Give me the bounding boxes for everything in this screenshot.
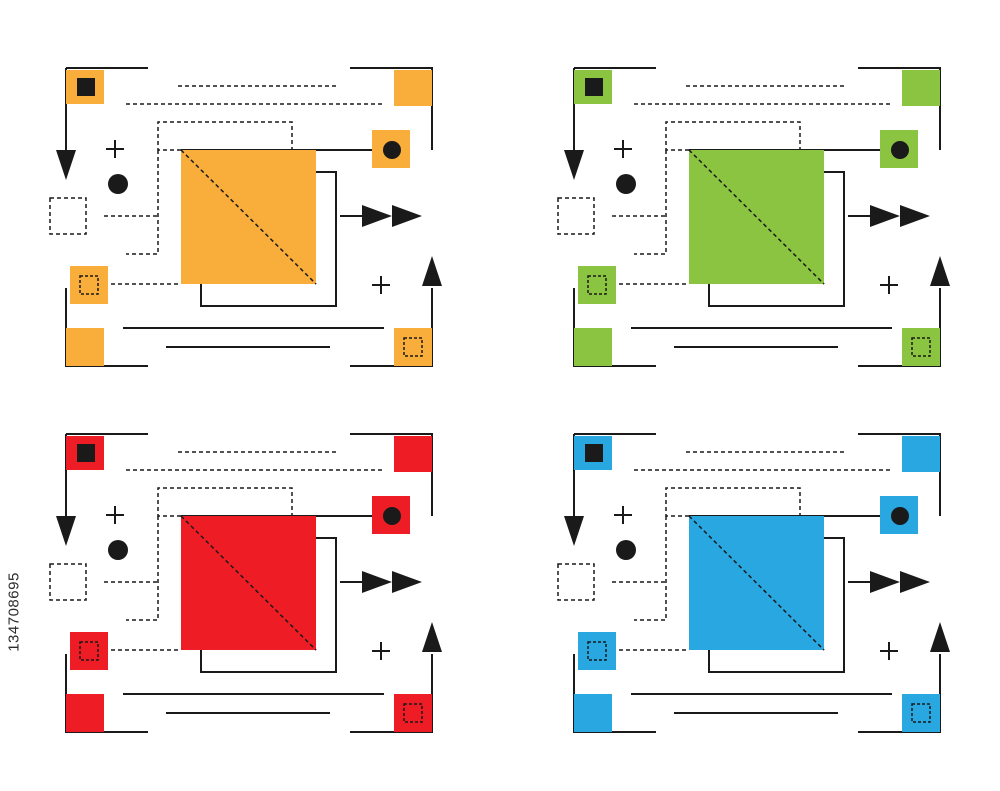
dot-icon — [616, 540, 636, 560]
dashed-inner-right — [911, 703, 931, 723]
arrow-up-icon — [930, 622, 950, 652]
corner-square-top-right — [394, 70, 432, 106]
plus-icon — [106, 506, 124, 524]
panel-orange — [38, 60, 442, 380]
outline-square — [200, 537, 337, 673]
plus-icon — [880, 276, 898, 294]
dashed-connector-left — [126, 516, 159, 621]
corner-square-bottom-right — [394, 328, 432, 366]
dot-icon — [108, 174, 128, 194]
outline-square — [200, 171, 337, 307]
dot-icon — [891, 141, 909, 159]
plus-icon — [880, 642, 898, 660]
corner-square-bottom-left — [574, 694, 612, 732]
arrow-down-icon — [56, 516, 76, 546]
dot-icon — [108, 540, 128, 560]
dashed-box-empty — [557, 563, 595, 601]
corner-square-bottom-right — [394, 694, 432, 732]
dashed-bracket — [157, 121, 293, 151]
outline-square — [708, 171, 845, 307]
dashed-connector-left — [634, 516, 667, 621]
plus-icon — [614, 506, 632, 524]
corner-square-top-right — [394, 436, 432, 472]
dashed-connector-left — [126, 150, 159, 255]
panel-red — [38, 426, 442, 746]
dashed-inner-left — [587, 275, 607, 295]
small-square-left — [70, 632, 108, 670]
black-square — [77, 444, 95, 462]
dashed-box-empty — [557, 197, 595, 235]
dashed-connector-left — [634, 150, 667, 255]
small-square-left — [578, 632, 616, 670]
small-square-left — [578, 266, 616, 304]
corner-square-bottom-left — [66, 328, 104, 366]
black-square — [585, 444, 603, 462]
plus-icon — [614, 140, 632, 158]
stock-id-watermark: 134708695 — [2, 0, 26, 791]
double-arrow-right-icon — [362, 205, 422, 227]
small-square-left — [70, 266, 108, 304]
corner-square-bottom-right — [902, 694, 940, 732]
dashed-bracket — [157, 487, 293, 517]
frame-top-right — [350, 67, 433, 150]
corner-square-bottom-right — [902, 328, 940, 366]
corner-square-top-right — [902, 70, 940, 106]
dot-icon — [383, 507, 401, 525]
double-arrow-right-icon — [362, 571, 422, 593]
frame-top-right — [350, 433, 433, 516]
outline-square — [708, 537, 845, 673]
arrow-down-icon — [564, 150, 584, 180]
arrow-up-icon — [930, 256, 950, 286]
dashed-inner-left — [587, 641, 607, 661]
dashed-inner-right — [403, 337, 423, 357]
black-square — [77, 78, 95, 96]
dashed-inner-right — [403, 703, 423, 723]
black-square — [585, 78, 603, 96]
stock-id-text: 134708695 — [5, 572, 23, 652]
frame-top-right — [858, 67, 941, 150]
corner-square-bottom-left — [66, 694, 104, 732]
arrow-down-icon — [564, 516, 584, 546]
dot-icon — [891, 507, 909, 525]
dot-icon — [616, 174, 636, 194]
arrow-down-icon — [56, 150, 76, 180]
dashed-inner-left — [79, 641, 99, 661]
arrow-up-icon — [422, 256, 442, 286]
corner-square-top-right — [902, 436, 940, 472]
plus-icon — [372, 276, 390, 294]
double-arrow-right-icon — [870, 205, 930, 227]
dashed-box-empty — [49, 563, 87, 601]
double-arrow-right-icon — [870, 571, 930, 593]
panel-blue — [546, 426, 950, 746]
dashed-bracket — [665, 121, 801, 151]
dashed-inner-left — [79, 275, 99, 295]
corner-square-bottom-left — [574, 328, 612, 366]
frame-top-right — [858, 433, 941, 516]
plus-icon — [372, 642, 390, 660]
dashed-inner-right — [911, 337, 931, 357]
dashed-bracket — [665, 487, 801, 517]
panel-green — [546, 60, 950, 380]
dot-icon — [383, 141, 401, 159]
plus-icon — [106, 140, 124, 158]
arrow-up-icon — [422, 622, 442, 652]
dashed-box-empty — [49, 197, 87, 235]
